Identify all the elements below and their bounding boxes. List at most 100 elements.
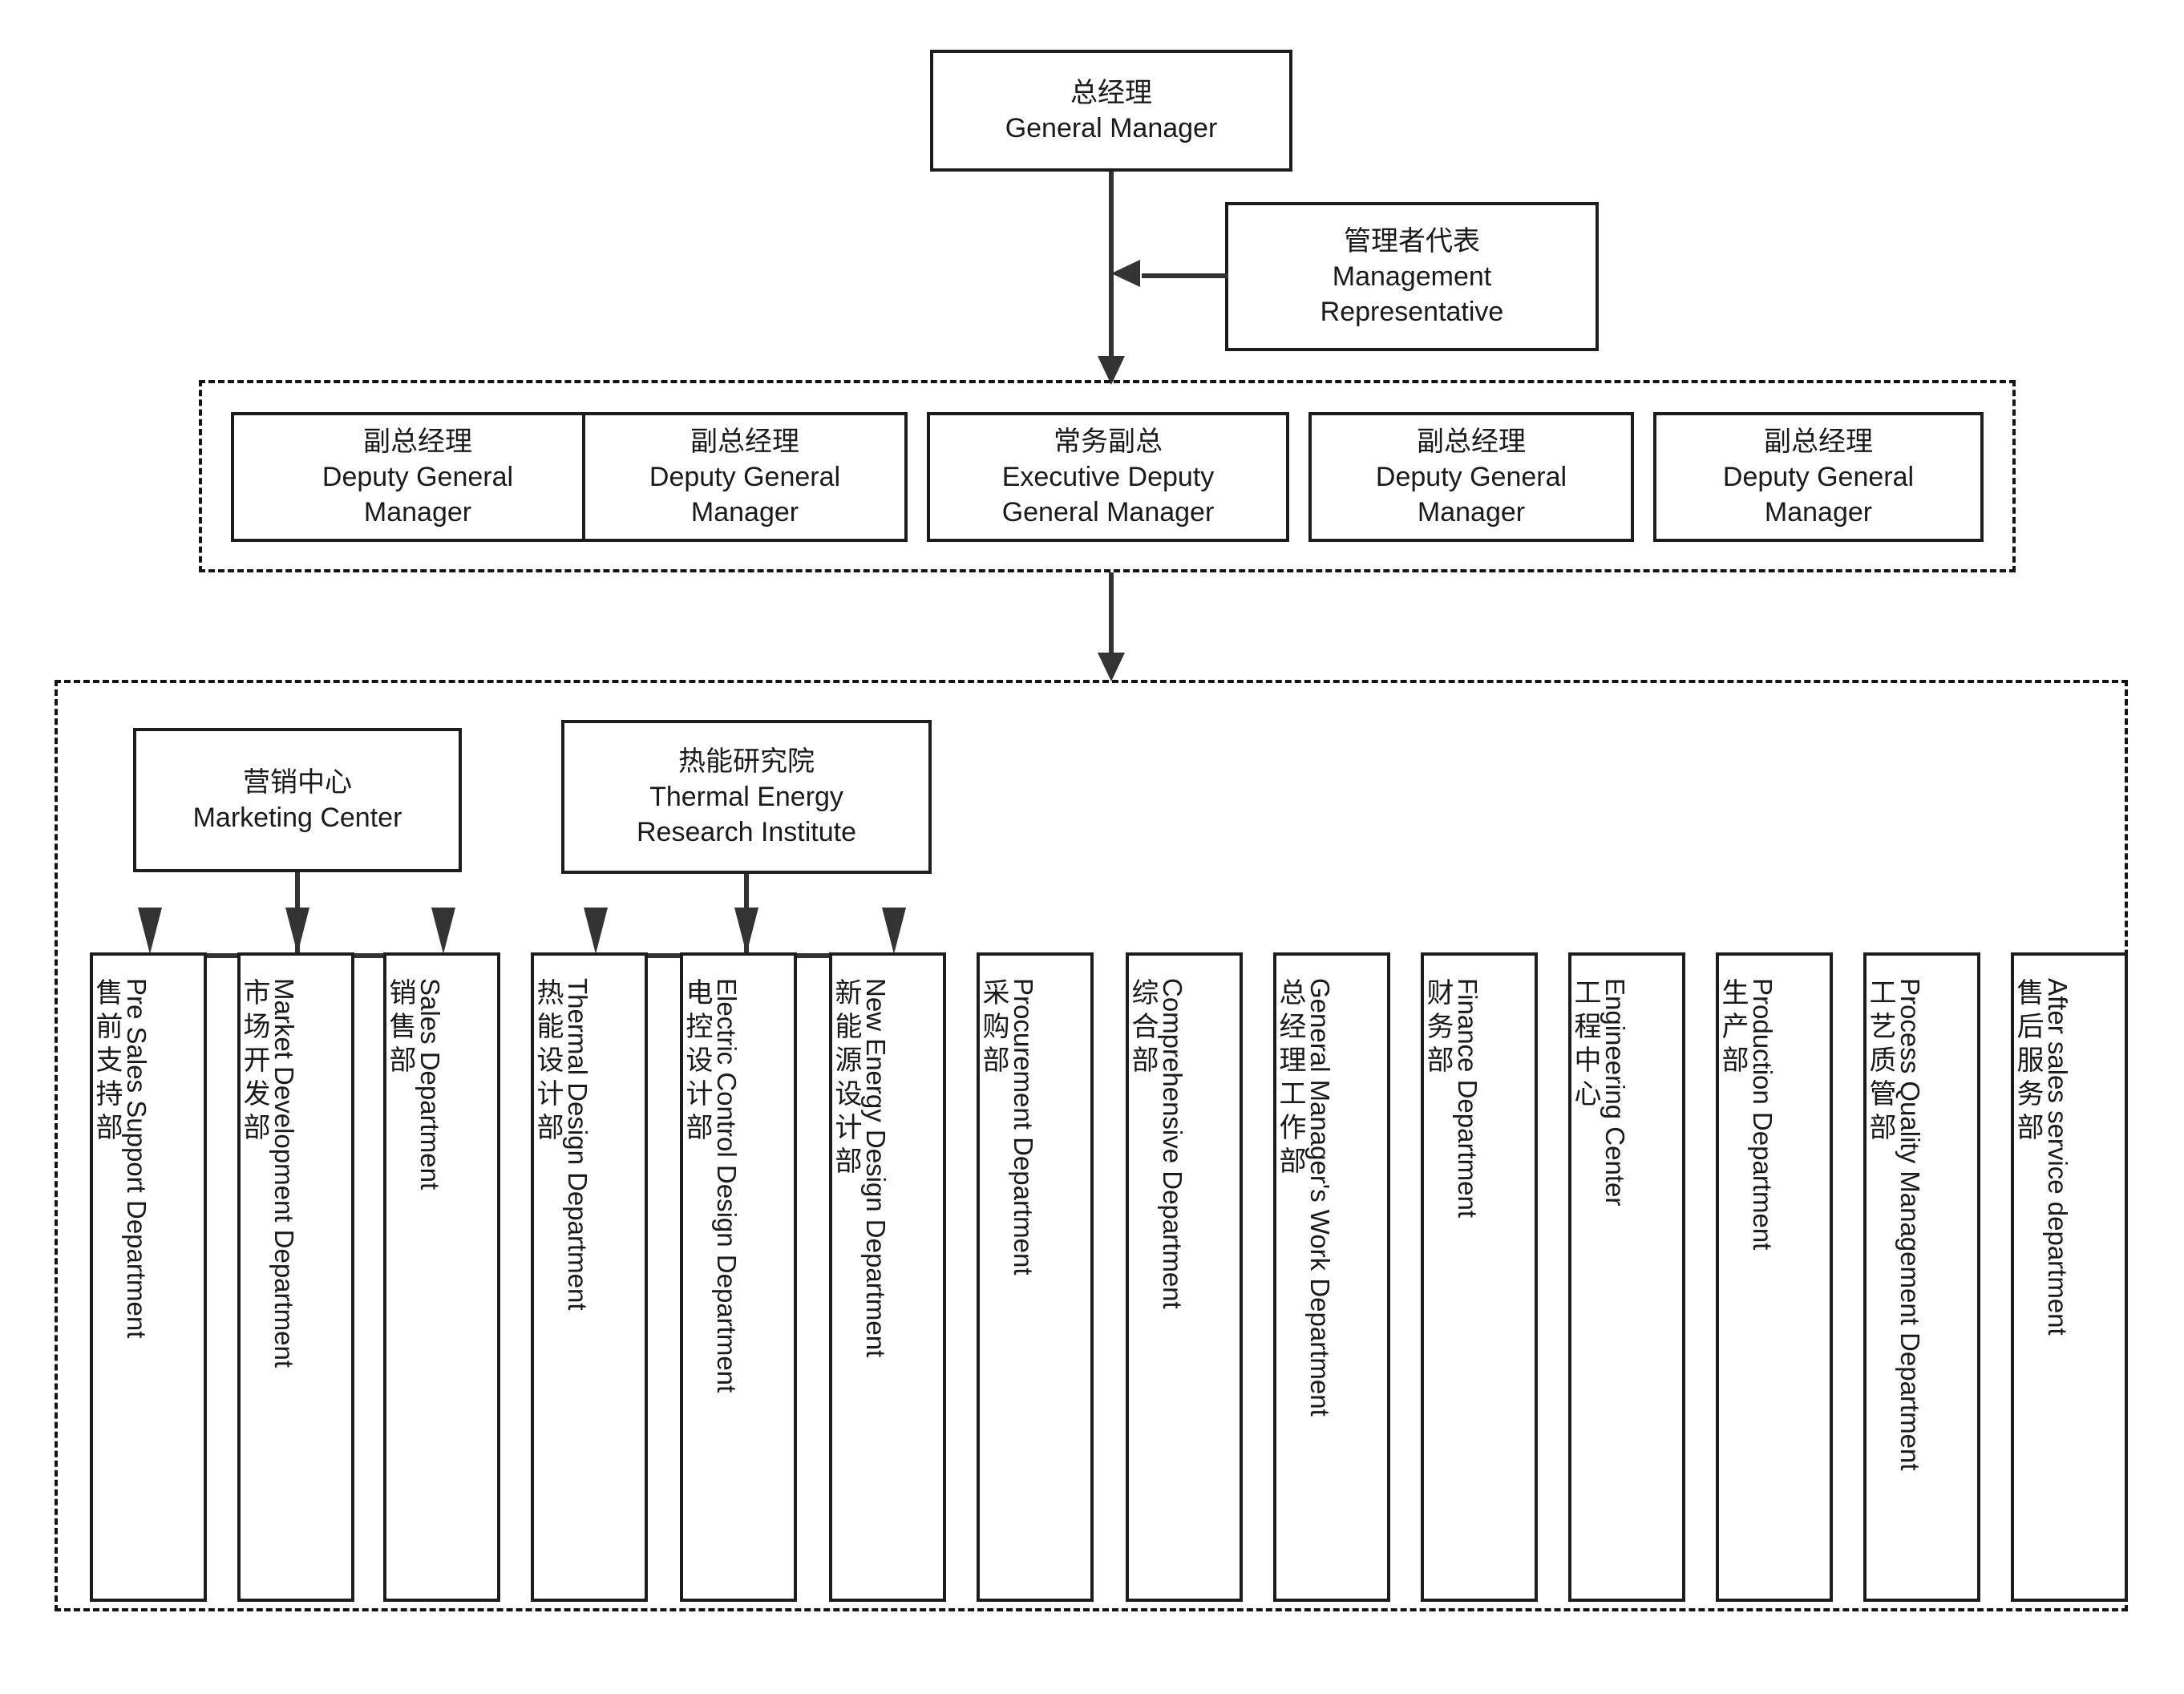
dept-en-process-quality-management: Process Quality Management Department xyxy=(1895,978,1925,1471)
node-deputy-3-en2: Manager xyxy=(1417,497,1526,528)
dept-box-thermal-design[interactable]: Thermal Design Department 热能设计部 xyxy=(531,952,648,1602)
dept-box-process-quality-management[interactable]: Process Quality Management Department 工艺… xyxy=(1863,952,1980,1602)
dept-label-production: Production Department 生产部 xyxy=(1717,978,1830,1599)
dept-en-engineering-center: Engineering Center xyxy=(1600,978,1630,1207)
node-deputy-2-en2: Manager xyxy=(690,497,799,528)
dept-zh-thermal-design: 热能设计部 xyxy=(532,978,563,1146)
arrow-thermal-to-dept-3 xyxy=(882,908,906,954)
dept-zh-general-managers-work: 总经理工作部 xyxy=(1275,978,1305,1180)
dept-en-procurement: Procurement Department xyxy=(1009,978,1038,1276)
dept-box-sales[interactable]: Sales Department 销售部 xyxy=(383,952,500,1602)
dept-zh-comprehensive: 综合部 xyxy=(1127,978,1158,1079)
node-thermal-institute-zh: 热能研究院 xyxy=(678,746,815,777)
dept-zh-production: 生产部 xyxy=(1717,978,1748,1079)
dept-en-comprehensive: Comprehensive Department xyxy=(1158,978,1187,1309)
node-deputy-2-zh: 副总经理 xyxy=(690,426,799,457)
node-management-representative[interactable]: 管理者代表 Management Representative xyxy=(1225,202,1599,351)
dept-en-finance: Finance Department xyxy=(1453,978,1482,1218)
node-thermal-institute-en2: Research Institute xyxy=(636,817,857,848)
dept-en-production: Production Department xyxy=(1748,978,1778,1251)
dept-zh-sales: 销售部 xyxy=(385,978,415,1079)
node-thermal-institute-en1: Thermal Energy xyxy=(649,781,843,812)
dept-box-production[interactable]: Production Department 生产部 xyxy=(1716,952,1833,1602)
node-deputy-general-manager-1[interactable]: 副总经理 Deputy General Manager xyxy=(231,412,605,542)
dept-label-process-quality-management: Process Quality Management Department 工艺… xyxy=(1865,978,1977,1599)
dept-zh-after-sales-service: 售后服务部 xyxy=(2012,978,2043,1146)
dept-box-electric-control-design[interactable]: Electric Control Design Department 电控设计部 xyxy=(680,952,797,1602)
arrow-deputies-to-departments xyxy=(1098,653,1125,681)
arrow-marketing-to-dept-2 xyxy=(285,908,309,954)
node-general-manager-zh: 总经理 xyxy=(1070,77,1152,108)
dept-label-sales: Sales Department 销售部 xyxy=(385,978,497,1599)
arrow-mr-to-gm xyxy=(1111,260,1140,287)
node-marketing-center-en: Marketing Center xyxy=(192,803,402,833)
dept-zh-market-development: 市场开发部 xyxy=(239,978,269,1146)
dept-en-new-energy-design: New Energy Design Department xyxy=(861,978,891,1358)
dept-box-market-development[interactable]: Market Development Department 市场开发部 xyxy=(237,952,354,1602)
dept-en-thermal-design: Thermal Design Department xyxy=(563,978,593,1311)
node-deputy-3-zh: 副总经理 xyxy=(1417,426,1526,457)
dept-box-engineering-center[interactable]: Engineering Center 工程中心 xyxy=(1568,952,1685,1602)
node-executive-deputy-general-manager[interactable]: 常务副总 Executive Deputy General Manager xyxy=(927,412,1289,542)
dept-en-general-managers-work: General Manager's Work Department xyxy=(1305,978,1335,1417)
node-deputy-1-en2: Manager xyxy=(363,497,472,528)
arrow-marketing-to-dept-1 xyxy=(138,908,162,954)
node-deputy-4-zh: 副总经理 xyxy=(1764,426,1873,457)
node-deputy-general-manager-4[interactable]: 副总经理 Deputy General Manager xyxy=(1653,412,1984,542)
dept-label-procurement: Procurement Department 采购部 xyxy=(978,978,1090,1599)
dept-label-thermal-design: Thermal Design Department 热能设计部 xyxy=(532,978,645,1599)
dept-box-procurement[interactable]: Procurement Department 采购部 xyxy=(977,952,1094,1602)
node-deputy-general-manager-3[interactable]: 副总经理 Deputy General Manager xyxy=(1308,412,1634,542)
dept-zh-procurement: 采购部 xyxy=(978,978,1009,1079)
node-general-manager[interactable]: 总经理 General Manager xyxy=(930,50,1292,172)
dept-label-electric-control-design: Electric Control Design Department 电控设计部 xyxy=(681,978,794,1599)
node-deputy-3-en1: Deputy General xyxy=(1375,461,1567,492)
arrow-thermal-to-dept-1 xyxy=(584,908,608,954)
node-exec-deputy-en1: Executive Deputy xyxy=(1001,461,1215,492)
arrow-thermal-to-dept-2 xyxy=(734,908,758,954)
dept-label-new-energy-design: New Energy Design Department 新能源设计部 xyxy=(831,978,943,1599)
dept-box-pre-sales-support[interactable]: Pre Sales Support Department 售前支持部 xyxy=(90,952,207,1602)
node-deputy-4-en2: Manager xyxy=(1764,497,1873,528)
node-deputy-1-zh: 副总经理 xyxy=(363,426,472,457)
dept-zh-new-energy-design: 新能源设计部 xyxy=(831,978,861,1180)
node-exec-deputy-zh: 常务副总 xyxy=(1054,426,1163,457)
dept-zh-finance: 财务部 xyxy=(1422,978,1453,1079)
dept-en-after-sales-service: After sales service department xyxy=(2043,978,2073,1336)
node-deputy-1-en1: Deputy General xyxy=(322,461,514,492)
dept-box-comprehensive[interactable]: Comprehensive Department 综合部 xyxy=(1126,952,1243,1602)
deputy-managers-group xyxy=(199,380,2016,572)
dept-label-after-sales-service: After sales service department 售后服务部 xyxy=(2012,978,2125,1599)
node-exec-deputy-en2: General Manager xyxy=(1001,497,1215,528)
node-deputy-4-en1: Deputy General xyxy=(1722,461,1915,492)
dept-box-after-sales-service[interactable]: After sales service department 售后服务部 xyxy=(2011,952,2128,1602)
dept-en-pre-sales-support: Pre Sales Support Department xyxy=(122,978,152,1339)
dept-label-market-development: Market Development Department 市场开发部 xyxy=(239,978,351,1599)
node-marketing-center[interactable]: 营销中心 Marketing Center xyxy=(133,728,462,872)
node-deputy-2-en1: Deputy General xyxy=(649,461,841,492)
dept-zh-process-quality-management: 工艺质管部 xyxy=(1865,978,1895,1146)
dept-label-comprehensive: Comprehensive Department 综合部 xyxy=(1127,978,1240,1599)
dept-label-finance: Finance Department 财务部 xyxy=(1422,978,1535,1599)
dept-box-finance[interactable]: Finance Department 财务部 xyxy=(1421,952,1538,1602)
dept-en-market-development: Market Development Department xyxy=(269,978,299,1369)
connector-mr-to-gm xyxy=(1142,273,1228,278)
dept-label-engineering-center: Engineering Center 工程中心 xyxy=(1570,978,1682,1599)
dept-label-general-managers-work: General Manager's Work Department 总经理工作部 xyxy=(1275,978,1387,1599)
dept-zh-electric-control-design: 电控设计部 xyxy=(681,978,712,1146)
node-management-representative-en2: Representative xyxy=(1320,297,1504,328)
arrow-marketing-to-dept-3 xyxy=(431,908,455,954)
dept-zh-pre-sales-support: 售前支持部 xyxy=(91,978,122,1146)
node-thermal-energy-research-institute[interactable]: 热能研究院 Thermal Energy Research Institute xyxy=(561,720,932,874)
dept-label-pre-sales-support: Pre Sales Support Department 售前支持部 xyxy=(91,978,204,1599)
dept-zh-engineering-center: 工程中心 xyxy=(1570,978,1600,1113)
node-management-representative-en1: Management xyxy=(1332,261,1492,292)
dept-box-new-energy-design[interactable]: New Energy Design Department 新能源设计部 xyxy=(829,952,946,1602)
connector-deputies-stem xyxy=(1109,572,1114,654)
dept-en-sales: Sales Department xyxy=(415,978,445,1191)
node-marketing-center-zh: 营销中心 xyxy=(243,766,352,798)
dept-box-general-managers-work[interactable]: General Manager's Work Department 总经理工作部 xyxy=(1273,952,1390,1602)
node-deputy-general-manager-2[interactable]: 副总经理 Deputy General Manager xyxy=(582,412,908,542)
node-management-representative-zh: 管理者代表 xyxy=(1344,225,1480,257)
